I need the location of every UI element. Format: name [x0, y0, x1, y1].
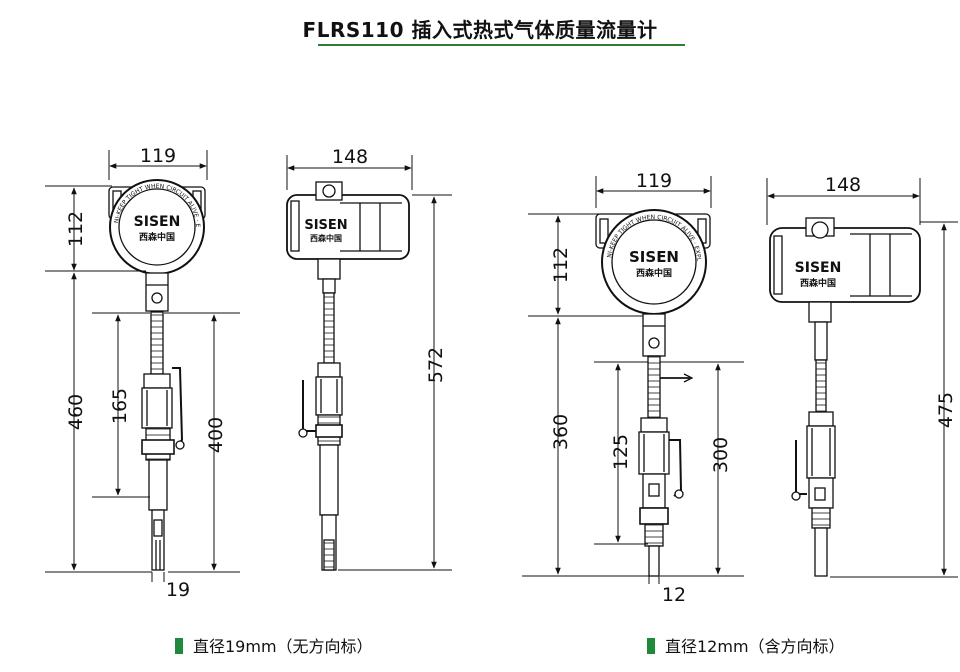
- dim-insertion-165: 165: [109, 388, 131, 424]
- caption-text: 直径19mm（无方向标）: [193, 637, 373, 656]
- logo-sub: 西森中国: [310, 233, 342, 243]
- caption-12mm: 直径12mm（含方向标）: [647, 633, 845, 657]
- logo-brand: SISEN: [629, 248, 679, 266]
- logo-brand: SISEN: [134, 214, 181, 230]
- caption-marker-icon: [175, 638, 183, 654]
- dim-side-height-572: 572: [425, 347, 447, 383]
- dim-width-119: 119: [636, 170, 672, 192]
- side-2-dim-labels: 148 475: [825, 174, 957, 428]
- dim-insertion-125: 125: [610, 434, 632, 470]
- front-2-dim-labels: 119 112 360 125 300 12: [550, 170, 732, 606]
- side-2-dimensions: [766, 178, 958, 578]
- logo-side-1: SISEN 西森中国: [304, 218, 347, 243]
- logo-side-2: SISEN 西森中国: [795, 260, 842, 289]
- logo-brand: SISEN: [795, 260, 842, 276]
- dim-valve-300: 300: [710, 437, 732, 473]
- side-1-dimensions: [286, 155, 452, 571]
- front-view-19mm: [108, 179, 206, 571]
- caption-marker-icon: [647, 638, 655, 654]
- front-2-dimensions: [522, 176, 744, 584]
- dim-total-360: 360: [550, 414, 572, 450]
- ball-valve-handle-icon: [669, 439, 684, 499]
- logo-brand: SISEN: [304, 218, 347, 233]
- dim-probe-19: 19: [166, 579, 190, 601]
- dim-total-460: 460: [65, 394, 87, 430]
- side-view-19mm: [286, 181, 410, 571]
- dim-head-112: 112: [65, 211, 87, 247]
- logo-sub: 西森中国: [139, 231, 175, 243]
- direction-marker-icon: [660, 373, 694, 383]
- side-1-dim-labels: 148 572: [332, 146, 447, 383]
- logo-sub: 西森中国: [636, 267, 672, 279]
- dim-side-width-148: 148: [332, 146, 368, 168]
- front-1-dimensions: [45, 150, 240, 582]
- probe-tube-icon: [648, 545, 660, 577]
- title-underline: [318, 44, 685, 46]
- ball-valve-handle-icon: [172, 367, 185, 450]
- dim-side-height-475: 475: [935, 392, 957, 428]
- dim-head-112: 112: [550, 247, 572, 283]
- dim-valve-400: 400: [205, 417, 227, 453]
- logo-sub: 西森中国: [800, 277, 836, 289]
- side-valve-handle-icon: [298, 380, 316, 438]
- probe-tube-icon: [151, 509, 165, 571]
- side-view-12mm: [769, 217, 921, 577]
- caption-text: 直径12mm（含方向标）: [665, 637, 845, 656]
- dim-width-119: 119: [140, 145, 176, 167]
- side-valve-handle-icon: [791, 440, 807, 501]
- dim-side-width-148: 148: [825, 174, 861, 196]
- front-view-12mm: [595, 209, 711, 577]
- dim-probe-12: 12: [662, 584, 686, 606]
- page-title: FLRS110 插入式热式气体质量流量计: [302, 18, 658, 42]
- front-1-dim-labels: 119 112 460 165 400 19: [65, 145, 227, 601]
- caption-19mm: 直径19mm（无方向标）: [175, 633, 373, 657]
